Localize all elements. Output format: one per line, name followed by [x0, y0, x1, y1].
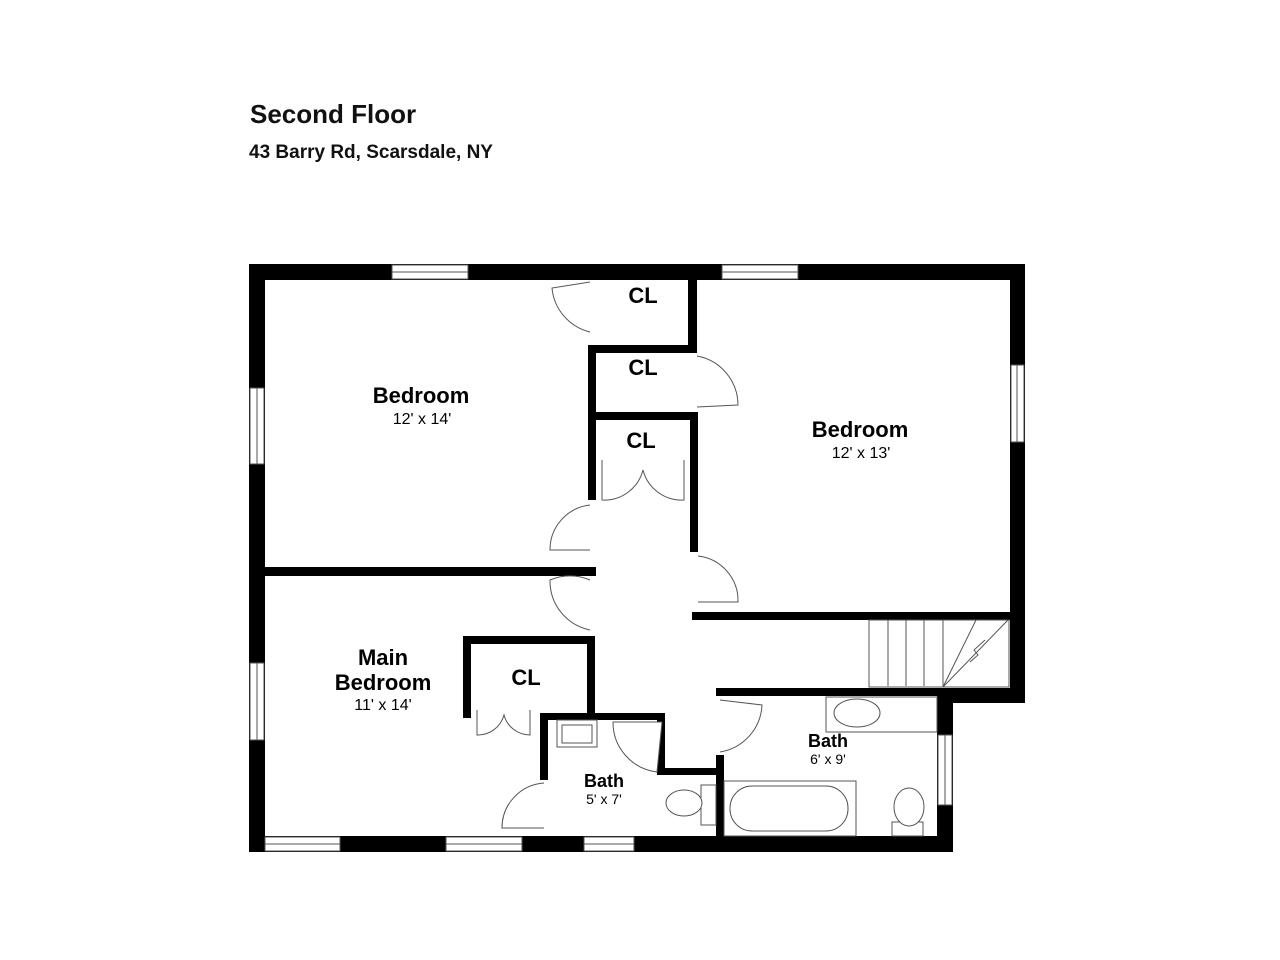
closet-label: CL: [628, 355, 657, 380]
fixtures: [556, 696, 938, 837]
stairs: [868, 619, 1010, 688]
room-labels: Bedroom 12' x 14' Bedroom 12' x 13' Main…: [335, 283, 909, 807]
closet-label: CL: [511, 665, 540, 690]
room-name-bedroom-nw: Bedroom: [373, 383, 470, 408]
room-dims-main-bedroom: 11' x 14': [354, 697, 411, 714]
room-name-bath-large: Bath: [808, 731, 848, 751]
room-name-main-bedroom-2: Bedroom: [335, 670, 432, 695]
room-dims-bedroom-ne: 12' x 13': [832, 445, 891, 462]
closet-label: CL: [626, 428, 655, 453]
floor-title: Second Floor: [250, 99, 417, 129]
room-name-bedroom-ne: Bedroom: [812, 417, 909, 442]
doors: [476, 281, 763, 829]
closet-label: CL: [628, 283, 657, 308]
room-name-main-bedroom-1: Main: [358, 645, 408, 670]
room-name-bath-small: Bath: [584, 771, 624, 791]
windows: [249, 264, 1025, 852]
room-dims-bath-small: 5' x 7': [586, 791, 622, 807]
room-dims-bedroom-nw: 12' x 14': [393, 411, 452, 428]
room-dims-bath-large: 6' x 9': [810, 751, 846, 767]
property-address: 43 Barry Rd, Scarsdale, NY: [249, 142, 493, 163]
